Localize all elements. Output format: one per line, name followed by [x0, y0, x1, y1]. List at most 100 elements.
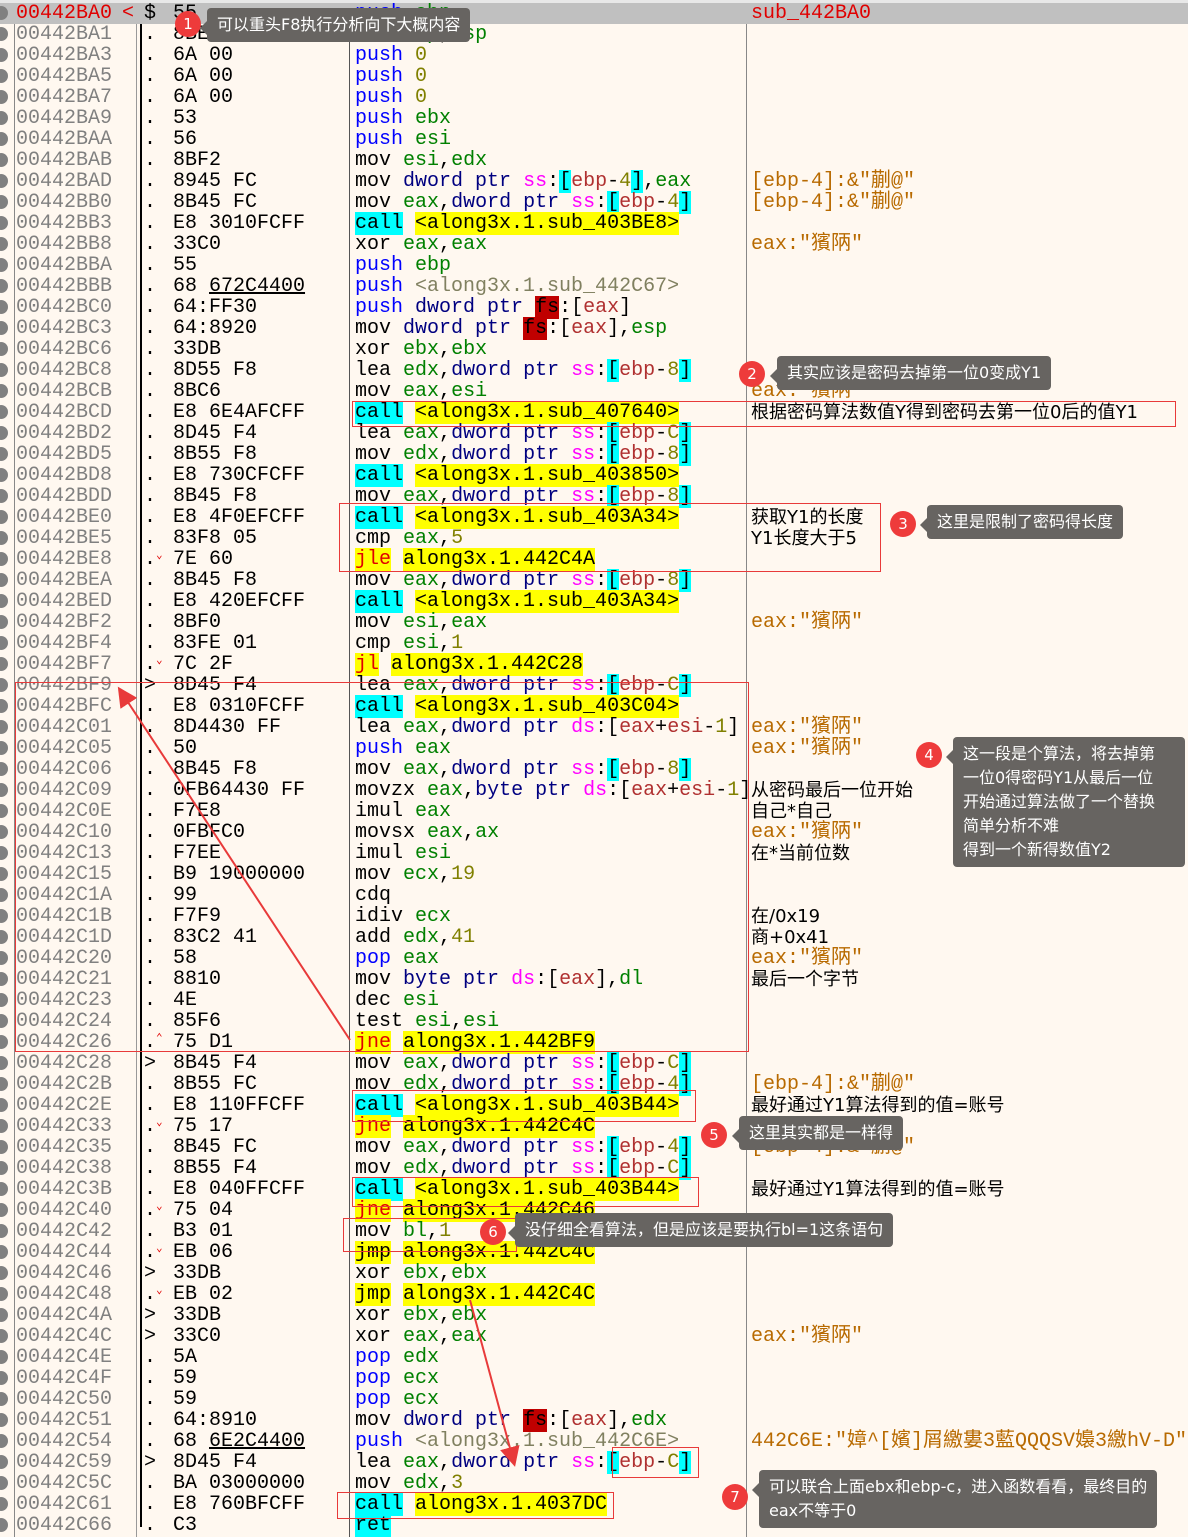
breakpoint-dot-icon[interactable]: [0, 216, 8, 230]
breakpoint-dot-icon[interactable]: [0, 825, 8, 839]
breakpoint-dot-icon[interactable]: [0, 657, 8, 671]
breakpoint-dot-icon[interactable]: [0, 1518, 8, 1532]
breakpoint-dot-icon[interactable]: [0, 804, 8, 818]
breakpoint-dot-icon[interactable]: [0, 468, 8, 482]
breakpoint-dot-icon[interactable]: [0, 1392, 8, 1406]
breakpoint-dot-icon[interactable]: [0, 1371, 8, 1385]
breakpoint-dot-icon[interactable]: [0, 69, 8, 83]
breakpoint-dot-icon[interactable]: [0, 363, 8, 377]
breakpoint-dot-icon[interactable]: [0, 321, 8, 335]
breakpoint-dot-icon[interactable]: [0, 6, 8, 20]
breakpoint-dot-icon[interactable]: [0, 1329, 8, 1343]
breakpoint-dot-icon[interactable]: [0, 888, 8, 902]
breakpoint-dot-icon[interactable]: [0, 1014, 8, 1028]
breakpoint-dot-icon[interactable]: [0, 153, 8, 167]
breakpoint-dot-icon[interactable]: [0, 951, 8, 965]
breakpoint-dot-icon[interactable]: [0, 699, 8, 713]
breakpoint-dot-icon[interactable]: [0, 27, 8, 41]
breakpoint-dot-icon[interactable]: [0, 867, 8, 881]
breakpoint-dot-icon[interactable]: [0, 930, 8, 944]
breakpoint-dot-icon[interactable]: [0, 846, 8, 860]
breakpoint-dot-icon[interactable]: [0, 300, 8, 314]
breakpoint-dot-icon[interactable]: [0, 426, 8, 440]
breakpoint-dot-icon[interactable]: [0, 384, 8, 398]
breakpoint-dot-icon[interactable]: [0, 594, 8, 608]
breakpoint-dot-icon[interactable]: [0, 909, 8, 923]
breakpoint-dot-icon[interactable]: [0, 552, 8, 566]
breakpoint-dot-icon[interactable]: [0, 573, 8, 587]
breakpoint-dot-icon[interactable]: [0, 531, 8, 545]
breakpoint-dot-icon[interactable]: [0, 258, 8, 272]
breakpoint-dot-icon[interactable]: [0, 1035, 8, 1049]
breakpoint-dot-icon[interactable]: [0, 636, 8, 650]
breakpoint-dot-icon[interactable]: [0, 1056, 8, 1070]
breakpoint-dot-icon[interactable]: [0, 1224, 8, 1238]
breakpoint-dot-icon[interactable]: [0, 1287, 8, 1301]
breakpoint-dot-icon[interactable]: [0, 1203, 8, 1217]
breakpoint-dot-icon[interactable]: [0, 1182, 8, 1196]
breakpoint-dot-icon[interactable]: [0, 1098, 8, 1112]
breakpoint-dot-icon[interactable]: [0, 678, 8, 692]
breakpoint-dot-icon[interactable]: [0, 237, 8, 251]
breakpoint-dot-icon[interactable]: [0, 1476, 8, 1490]
breakpoint-dot-icon[interactable]: [0, 783, 8, 797]
breakpoint-dot-icon[interactable]: [0, 489, 8, 503]
breakpoint-dot-icon[interactable]: [0, 48, 8, 62]
breakpoint-dot-icon[interactable]: [0, 1413, 8, 1427]
breakpoint-dot-icon[interactable]: [0, 1266, 8, 1280]
breakpoint-dot-icon[interactable]: [0, 405, 8, 419]
breakpoint-dot-icon[interactable]: [0, 132, 8, 146]
breakpoint-dot-icon[interactable]: [0, 195, 8, 209]
breakpoint-dot-icon[interactable]: [0, 1161, 8, 1175]
breakpoint-dot-icon[interactable]: [0, 1497, 8, 1511]
breakpoint-dot-icon[interactable]: [0, 447, 8, 461]
breakpoint-dot-icon[interactable]: [0, 762, 8, 776]
breakpoint-dot-icon[interactable]: [0, 90, 8, 104]
breakpoint-dot-icon[interactable]: [0, 342, 8, 356]
breakpoint-dot-icon[interactable]: [0, 741, 8, 755]
breakpoint-dot-icon[interactable]: [0, 1434, 8, 1448]
breakpoint-dot-icon[interactable]: [0, 1140, 8, 1154]
breakpoint-dot-icon[interactable]: [0, 174, 8, 188]
breakpoint-dot-icon[interactable]: [0, 993, 8, 1007]
breakpoint-dot-icon[interactable]: [0, 1119, 8, 1133]
